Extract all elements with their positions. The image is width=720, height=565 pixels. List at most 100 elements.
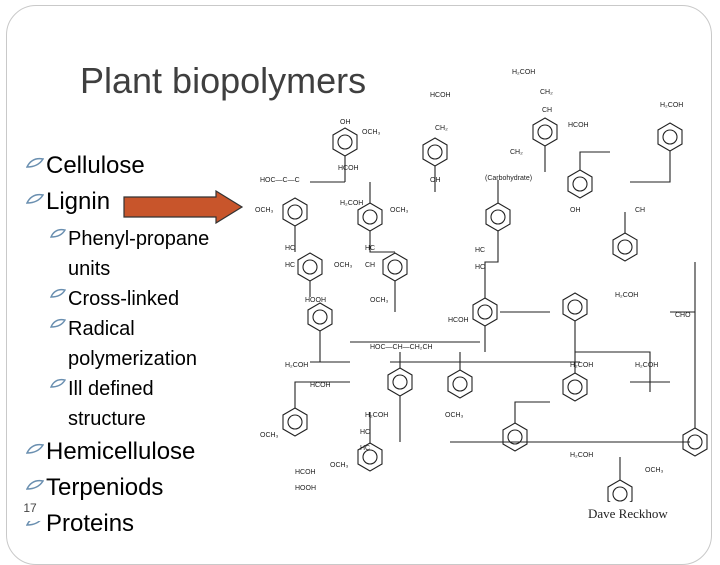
chem-label: HOOH xyxy=(295,485,316,492)
chem-label: CH xyxy=(635,207,645,214)
chem-label: OCH₃ xyxy=(445,412,464,419)
chem-label: CH₂ xyxy=(435,125,448,132)
sub-bullet-cross-linked: Cross-linked xyxy=(22,284,272,314)
leaf-bullet-icon xyxy=(26,193,44,204)
bullet-proteins: Proteins xyxy=(22,510,272,546)
chem-label: H₂COH xyxy=(615,292,638,299)
chem-label: HCOH xyxy=(568,122,589,129)
chem-label: H₂COH xyxy=(570,362,593,369)
slide-title: Plant biopolymers xyxy=(80,60,367,101)
chem-label: HCOH xyxy=(430,92,451,99)
leaf-bullet-icon xyxy=(26,479,44,490)
lignin-structure-diagram: H₂COH HCOH CH₂ CH H₂COH HCOH OH OCH₃ CH₂… xyxy=(255,69,708,502)
sub-bullet-label: Ill defined xyxy=(68,378,154,400)
chem-label: HOC—C—C xyxy=(260,177,300,184)
chem-label: H₂COH xyxy=(570,452,593,459)
chem-label: HOC—CH—CH₂CH xyxy=(370,344,433,351)
benzene-ring xyxy=(332,127,358,157)
bullet-label: Hemicellulose xyxy=(46,438,196,465)
chem-label: HC xyxy=(475,247,485,254)
chem-label: CH xyxy=(542,107,552,114)
benzene-ring xyxy=(562,372,588,402)
chem-label: OCH₃ xyxy=(260,432,279,439)
chem-label: OH xyxy=(340,119,351,126)
leaf-bullet-icon xyxy=(50,318,66,328)
bullet-terpeniods: Terpeniods xyxy=(22,474,272,510)
bullet-label: Cellulose xyxy=(46,152,145,179)
benzene-ring xyxy=(502,422,528,452)
leaf-bullet-icon xyxy=(50,378,66,388)
chem-label: OCH₃ xyxy=(390,207,409,214)
benzene-ring xyxy=(657,122,683,152)
benzene-ring xyxy=(307,302,333,332)
leaf-bullet-icon xyxy=(50,228,66,238)
leaf-bullet-icon xyxy=(50,288,66,298)
chem-label: H₂COH xyxy=(512,69,535,76)
bullet-label: Lignin xyxy=(46,188,111,215)
benzene-ring xyxy=(472,297,498,327)
benzene-ring xyxy=(422,137,448,167)
bullet-lignin: Lignin xyxy=(22,188,272,224)
chem-label: CH₂ xyxy=(510,149,523,156)
chem-label: CHO xyxy=(675,312,691,319)
sub-bullet-phenyl-propane: Phenyl-propane units xyxy=(22,224,268,284)
sub-bullet-label-cont: units xyxy=(68,258,111,280)
benzene-ring xyxy=(567,169,593,199)
bullet-list: Cellulose Lignin Phenyl-propane units Cr… xyxy=(22,152,272,546)
chem-label: OCH₃ xyxy=(362,129,381,136)
benzene-ring xyxy=(357,442,383,472)
right-arrow-icon xyxy=(123,190,244,224)
chem-label: HC xyxy=(285,245,295,252)
chem-label: HC xyxy=(285,262,295,269)
chem-label: HOOH xyxy=(305,297,326,304)
chem-label: (Carbohydrate) xyxy=(485,175,532,182)
chem-label: HCOH xyxy=(448,317,469,324)
sub-bullet-ill-defined: Ill defined structure xyxy=(22,374,268,434)
chem-label: CH xyxy=(365,262,375,269)
sub-bullet-label: Cross-linked xyxy=(68,288,180,310)
benzene-ring xyxy=(532,117,558,147)
chem-label: OH xyxy=(570,207,581,214)
chem-label: H₂COH xyxy=(635,362,658,369)
bullet-label: Proteins xyxy=(46,510,135,537)
benzene-ring xyxy=(282,407,308,437)
leaf-bullet-icon xyxy=(26,157,44,168)
chem-label: OCH₃ xyxy=(645,467,664,474)
chem-label: H₂COH xyxy=(365,412,388,419)
chem-label: CH₂ xyxy=(540,89,553,96)
chem-label: OCH₃ xyxy=(330,462,349,469)
chem-label: HCOH xyxy=(295,469,316,476)
chem-label: HCOH xyxy=(338,165,359,172)
sub-bullet-label: Radical xyxy=(68,318,135,340)
bullet-hemicellulose: Hemicellulose xyxy=(22,438,272,474)
sub-bullet-label-cont: structure xyxy=(68,408,146,430)
chem-label: OH xyxy=(430,177,441,184)
sub-bullet-label: Phenyl-propane xyxy=(68,228,210,250)
benzene-ring xyxy=(297,252,323,282)
chem-label: H₂COH xyxy=(660,102,683,109)
sub-bullet-radical: Radical polymerization xyxy=(22,314,268,374)
author-credit: Dave Reckhow xyxy=(588,506,668,521)
chem-label: H₂COH xyxy=(340,200,363,207)
chem-label: HC xyxy=(365,245,375,252)
chem-label: HCOH xyxy=(310,382,331,389)
benzene-ring xyxy=(607,479,633,502)
chem-label: HC xyxy=(475,264,485,271)
benzene-ring xyxy=(485,202,511,232)
chem-label: OCH₃ xyxy=(334,262,353,269)
chem-label: OCH₃ xyxy=(370,297,389,304)
slide-number: 17 xyxy=(16,495,44,521)
bullet-cellulose: Cellulose xyxy=(22,152,272,188)
benzene-ring xyxy=(382,252,408,282)
chem-label: H₂COH xyxy=(285,362,308,369)
sub-bullet-label-cont: polymerization xyxy=(68,348,197,370)
chem-label: HC xyxy=(360,429,370,436)
benzene-ring xyxy=(562,292,588,322)
leaf-bullet-icon xyxy=(26,443,44,454)
chem-label: OCH₃ xyxy=(255,207,274,214)
benzene-ring xyxy=(282,197,308,227)
benzene-ring xyxy=(357,202,383,232)
bullet-label: Terpeniods xyxy=(46,474,164,501)
benzene-ring xyxy=(447,369,473,399)
chem-label: HC xyxy=(360,445,370,452)
